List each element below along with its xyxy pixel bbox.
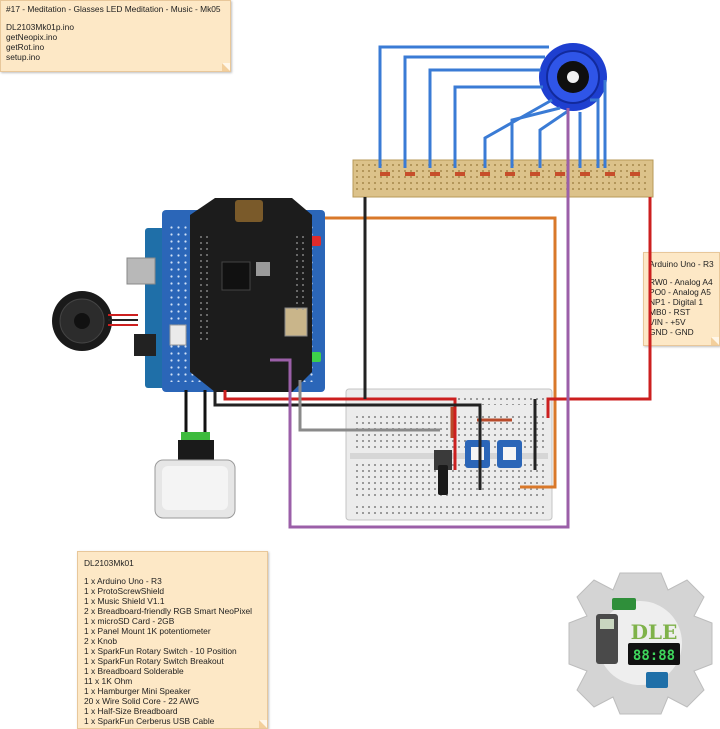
rotary-switch [539, 43, 607, 111]
solderable-breadboard [352, 159, 654, 198]
raspberry-pi-icon [612, 598, 636, 610]
file-name: setup.ino [6, 52, 40, 62]
pin-mapping: PO0 - Analog A5 [649, 287, 711, 297]
title-heading: #17 - Meditation - Glasses LED Meditatio… [6, 4, 221, 14]
panel-potentiometer [154, 390, 236, 519]
music-shield [190, 198, 312, 392]
bom-item: 2 x Knob [84, 636, 118, 646]
title-note: #17 - Meditation - Glasses LED Meditatio… [0, 0, 231, 72]
pin-mapping: MB0 - RST [649, 307, 691, 317]
bom-item: 2 x Breadboard-friendly RGB Smart NeoPix… [84, 606, 253, 616]
bom-item: 1 x Hamburger Mini Speaker [84, 686, 191, 696]
bom-item: 1 x Half-Size Breadboard [84, 706, 178, 716]
bom-item: 1 x microSD Card - 2GB [84, 616, 175, 626]
rotary-wires [378, 45, 607, 168]
file-name: DL2103Mk01p.ino [6, 22, 74, 32]
breadboard-potentiometer [434, 450, 452, 495]
bom-item: 1 x ProtoScrewShield [84, 586, 165, 596]
bom-item: 20 x Wire Solid Core - 22 AWG [84, 696, 200, 706]
mini-speaker [52, 291, 138, 351]
arduino-icon [646, 672, 668, 688]
bom-heading: DL2103Mk01 [84, 558, 134, 568]
bom-item: 1 x SparkFun Cerberus USB Cable [84, 716, 215, 726]
bom-item: 1 x Arduino Uno - R3 [84, 576, 162, 586]
breadboard-resistors [450, 407, 512, 438]
bom-item: 1 x SparkFun Rotary Switch Breakout [84, 656, 224, 666]
dle-logo: DLE 88:88 [568, 572, 713, 715]
pin-mapping: GND - GND [649, 327, 694, 337]
logo-digits: 88:88 [633, 648, 675, 664]
file-name: getNeopix.ino [6, 32, 58, 42]
connection-wires [213, 108, 652, 529]
pin-mapping: NP1 - Digital 1 [649, 297, 703, 307]
bom-item: 11 x 1K Ohm [84, 676, 133, 686]
bill-of-materials-note: DL2103Mk01 1 x Arduino Uno - R3 1 x Prot… [77, 551, 268, 729]
bom-item: 1 x Panel Mount 1K potentiometer [84, 626, 211, 636]
arduino-heading: Arduino Uno - R3 [649, 259, 714, 269]
file-name: getRot.ino [6, 42, 45, 52]
bom-item: 1 x SparkFun Rotary Switch - 10 Position [84, 646, 237, 656]
logo-text: DLE [631, 620, 678, 644]
bom-item: 1 x Music Shield V1.1 [84, 596, 165, 606]
pin-mapping: VIN - +5V [649, 317, 686, 327]
pin-mapping: RW0 - Analog A4 [649, 277, 713, 287]
bom-item: 1 x Breadboard Solderable [84, 666, 184, 676]
neopixel-boards [465, 440, 522, 468]
